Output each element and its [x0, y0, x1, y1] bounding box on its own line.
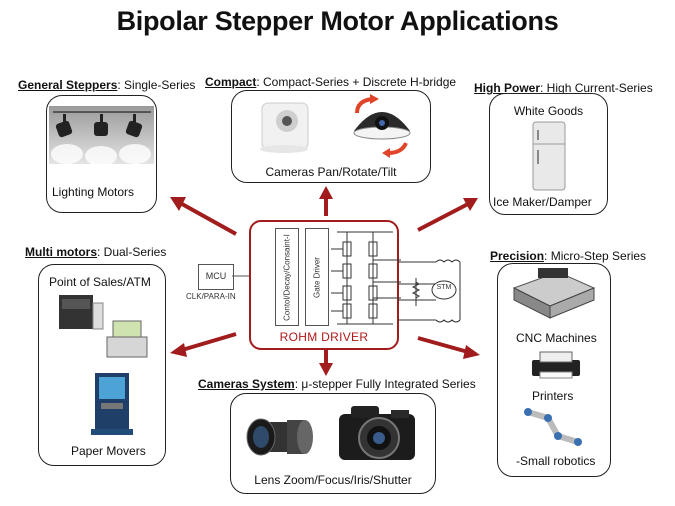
arrowhead-general — [170, 197, 186, 211]
compact-key: Compact — [205, 75, 257, 89]
mcu-block: MCU — [198, 264, 234, 290]
multi-item-pos-atm: Point of Sales/ATM — [49, 275, 151, 289]
printer-image — [532, 351, 580, 379]
general-box: Lighting Motors — [46, 95, 157, 213]
precision-key: Precision — [490, 249, 545, 263]
control-block: Contol/Decay/Consaint-I — [275, 228, 299, 326]
general-header: General Steppers: Single-Series — [18, 78, 195, 92]
stepper-motor-schematic — [398, 259, 461, 323]
h-bridge-schematic — [331, 231, 401, 325]
cameras-header: Cameras System: μ-stepper Fully Integrat… — [198, 377, 476, 391]
mcu-connector — [232, 275, 250, 277]
multi-key: Multi motors — [25, 245, 97, 259]
multi-item-paper-movers: Paper Movers — [71, 444, 146, 458]
high-power-rest: : High Current-Series — [540, 81, 653, 95]
high-power-item-ice-maker: Ice Maker/Damper — [493, 195, 592, 209]
precision-item-robotics: -Small robotics — [516, 454, 596, 468]
high-power-box: White Goods Ice Maker/Damper — [489, 93, 608, 215]
precision-item-cnc: CNC Machines — [516, 331, 597, 345]
stm-label: STM — [436, 284, 452, 291]
robot-arm-image — [524, 408, 582, 446]
arrowhead-precision — [463, 345, 480, 359]
general-rest: : Single-Series — [117, 78, 196, 92]
cameras-box: Lens Zoom/Focus/Iris/Shutter — [230, 393, 436, 494]
compact-rest: : Compact-Series + Discrete H-bridge — [256, 75, 457, 89]
mcu-label: MCU — [205, 271, 227, 281]
multi-rest: : Dual-Series — [97, 245, 167, 259]
multi-header: Multi motors: Dual-Series — [25, 245, 166, 259]
arrow-to-high-power — [417, 202, 469, 232]
gate-driver-label: Gate Driver — [312, 257, 322, 298]
arrow-to-general — [181, 202, 237, 236]
rohm-driver-label: ROHM DRIVER — [279, 330, 369, 344]
high-power-item-white-goods: White Goods — [513, 104, 584, 118]
arrowhead-compact — [319, 186, 333, 199]
multi-box: Point of Sales/ATM Paper Movers — [38, 264, 166, 466]
high-power-key: High Power — [474, 81, 541, 95]
arrowhead-high-power — [463, 198, 478, 211]
compact-box: Cameras Pan/Rotate/Tilt — [231, 90, 431, 183]
cameras-key: Cameras System — [198, 377, 295, 391]
cnc-machine-image — [512, 268, 596, 319]
clk-para-in-label: CLK/PARA-IN — [186, 292, 236, 301]
camera-lenses-image — [246, 406, 415, 460]
control-label: Contol/Decay/Consaint-I — [282, 234, 292, 321]
precision-box: CNC Machines Printers -Small robotics — [497, 263, 611, 477]
cameras-rest: : μ-stepper Fully Integrated Series — [294, 377, 476, 391]
pan-tilt-cameras-image — [260, 94, 411, 158]
refrigerator-image — [532, 121, 566, 191]
track-lights-image — [49, 106, 154, 166]
general-item: Lighting Motors — [52, 185, 135, 199]
rohm-driver-block: Contol/Decay/Consaint-I Gate Driver ROHM… — [249, 220, 401, 350]
precision-item-printers: Printers — [532, 389, 574, 403]
pos-atm-image — [59, 295, 148, 435]
compact-header: Compact: Compact-Series + Discrete H-bri… — [205, 75, 456, 89]
arrow-to-multi — [181, 332, 237, 352]
high-power-header: High Power: High Current-Series — [474, 81, 653, 95]
page-title: Bipolar Stepper Motor Applications — [116, 6, 559, 36]
compact-item: Cameras Pan/Rotate/Tilt — [265, 165, 397, 179]
cameras-item: Lens Zoom/Focus/Iris/Shutter — [254, 473, 412, 487]
precision-header: Precision: Micro-Step Series — [490, 249, 646, 263]
arrowhead-cameras — [319, 363, 333, 376]
gate-driver-block: Gate Driver — [305, 228, 329, 326]
general-key: General Steppers — [18, 78, 118, 92]
arrowhead-multi — [170, 343, 187, 357]
precision-rest: : Micro-Step Series — [544, 249, 647, 263]
